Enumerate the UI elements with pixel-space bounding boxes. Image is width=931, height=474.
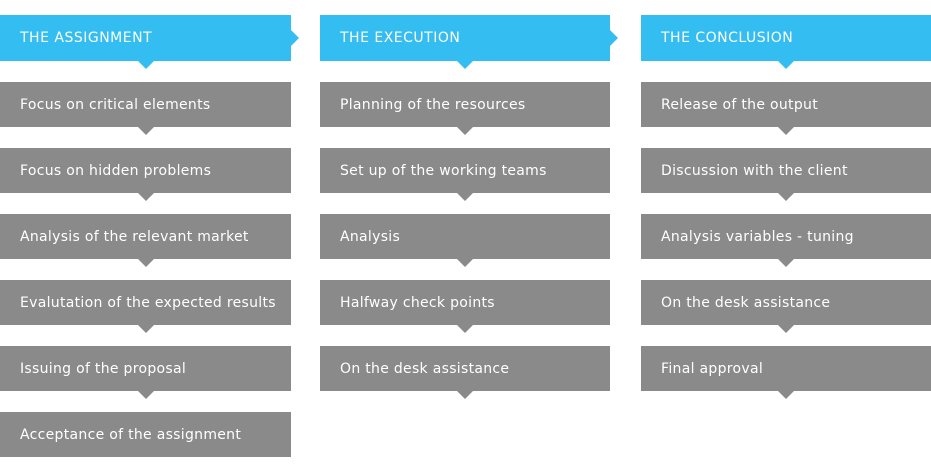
chevron-right-icon (291, 30, 299, 46)
step-label: Analysis (340, 228, 401, 245)
step-box: Evalutation of the expected results (0, 280, 291, 333)
step-label: On the desk assistance (661, 294, 831, 311)
step-label: Analysis variables - tuning (661, 228, 854, 245)
step-label: Discussion with the client (661, 162, 848, 179)
step-box: Final approval (641, 346, 931, 399)
chevron-down-icon (778, 127, 794, 135)
chevron-down-icon (457, 259, 473, 267)
step-box: Analysis of the relevant market (0, 214, 291, 267)
column-header: THE EXECUTION (320, 15, 618, 69)
step-label: Planning of the resources (340, 96, 526, 113)
column-title: THE CONCLUSION (661, 30, 794, 46)
step-box: Focus on hidden problems (0, 148, 291, 201)
step-box: Discussion with the client (641, 148, 931, 201)
step-box: On the desk assistance (641, 280, 931, 333)
chevron-down-icon (137, 259, 154, 267)
step-label: Acceptance of the assignment (20, 426, 242, 443)
step-box: Release of the output (641, 82, 931, 135)
chevron-down-icon (778, 61, 794, 69)
chevron-down-icon (457, 61, 473, 69)
column-title: THE ASSIGNMENT (20, 30, 153, 46)
step-label: Release of the output (661, 96, 818, 113)
step-box: On the desk assistance (320, 346, 610, 399)
step-label: Halfway check points (340, 294, 495, 311)
step-label: Focus on hidden problems (20, 162, 212, 179)
chevron-down-icon (457, 325, 473, 333)
chevron-down-icon (137, 391, 154, 399)
step-label: Evalutation of the expected results (20, 294, 276, 311)
step-label: Final approval (661, 360, 764, 377)
chevron-down-icon (137, 193, 154, 201)
chevron-down-icon (457, 193, 473, 201)
step-label: Focus on critical elements (20, 96, 211, 113)
chevron-down-icon (778, 193, 794, 201)
step-box: Acceptance of the assignment (0, 412, 291, 457)
chevron-right-icon (610, 30, 618, 46)
step-box: Issuing of the proposal (0, 346, 291, 399)
step-label: On the desk assistance (340, 360, 510, 377)
step-box: Focus on critical elements (0, 82, 291, 135)
step-box: Set up of the working teams (320, 148, 610, 201)
chevron-down-icon (457, 391, 473, 399)
chevron-down-icon (137, 61, 154, 69)
chevron-down-icon (457, 127, 473, 135)
step-label: Analysis of the relevant market (20, 228, 249, 245)
column-header: THE CONCLUSION (641, 15, 931, 69)
chevron-down-icon (778, 391, 794, 399)
step-box: Planning of the resources (320, 82, 610, 135)
step-label: Set up of the working teams (340, 162, 547, 179)
step-box: Halfway check points (320, 280, 610, 333)
chevron-down-icon (137, 325, 154, 333)
column-title: THE EXECUTION (340, 30, 461, 46)
step-box: Analysis (320, 214, 610, 267)
column-header: THE ASSIGNMENT (0, 15, 299, 69)
chevron-down-icon (137, 127, 154, 135)
step-label: Issuing of the proposal (20, 360, 187, 377)
step-box: Analysis variables - tuning (641, 214, 931, 267)
chevron-down-icon (778, 325, 794, 333)
chevron-down-icon (778, 259, 794, 267)
